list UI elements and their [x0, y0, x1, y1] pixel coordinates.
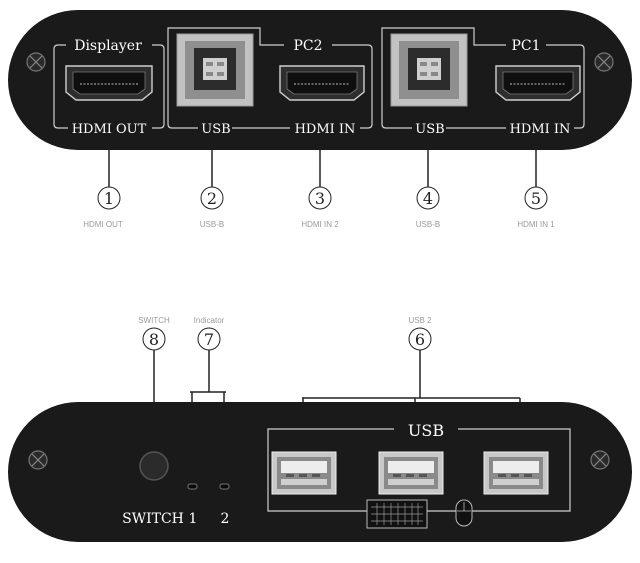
callout-2: 2 USB-B	[200, 150, 224, 229]
label-usb-b: USB	[415, 122, 444, 137]
bottom-panel: SWITCH 1 2 USB	[8, 402, 632, 542]
callouts-bottom: SWITCH 8 Indicator 7 USB 2 6	[138, 316, 521, 486]
callout-number: 7	[204, 330, 214, 349]
led-indicator-icon	[187, 483, 198, 490]
label-hdmi-in-pc2: HDMI IN	[295, 122, 356, 137]
hdmi-port-icon	[279, 65, 365, 101]
usb-a-port-icon[interactable]	[271, 451, 337, 495]
screw-icon	[26, 52, 46, 72]
callout-1: 1 HDMI OUT	[83, 150, 123, 229]
label-indicator-1: 1	[189, 511, 198, 527]
usb-a-port-icon[interactable]	[378, 451, 444, 495]
label-hdmi-out: HDMI OUT	[72, 122, 147, 137]
screw-icon	[28, 450, 48, 470]
callout-caption: SWITCH	[138, 316, 170, 325]
keyboard-icon	[366, 499, 428, 529]
callout-number: 4	[423, 189, 433, 208]
group-hdmi-out	[53, 44, 165, 129]
callout-7: Indicator 7	[190, 316, 226, 486]
hdmi-port-icon	[495, 65, 581, 101]
callout-3: 3 HDMI IN 2	[301, 150, 339, 229]
hdmi-port-icon	[65, 65, 153, 101]
label-hdmi-in-pc1: HDMI IN	[510, 122, 571, 137]
group-pc2	[167, 27, 373, 129]
label-switch: SWITCH	[122, 511, 184, 527]
callout-5: 5 HDMI IN 1	[517, 150, 555, 229]
label-pc1: PC1	[511, 38, 540, 54]
callout-caption: USB-B	[200, 220, 224, 229]
push-button-icon[interactable]	[139, 451, 169, 481]
callout-4: 4 USB-B	[416, 150, 440, 229]
callout-caption: HDMI OUT	[83, 220, 123, 229]
usb-a-port-icon[interactable]	[483, 451, 549, 495]
group-pc1	[381, 27, 585, 129]
usb-b-port-icon	[390, 33, 468, 107]
callout-caption: USB 2	[408, 316, 432, 325]
label-pc2: PC2	[293, 38, 322, 54]
label-usb-a: USB	[201, 122, 230, 137]
callout-caption: HDMI IN 2	[301, 220, 339, 229]
label-usb-hub: USB	[408, 421, 444, 440]
screw-icon	[590, 450, 610, 470]
callout-number: 2	[207, 189, 217, 208]
callout-number: 6	[415, 330, 425, 349]
callout-number: 8	[149, 330, 159, 349]
callout-caption: USB-B	[416, 220, 440, 229]
screw-icon	[594, 52, 614, 72]
label-indicator-2: 2	[221, 511, 230, 527]
led-indicator-icon	[219, 483, 230, 490]
label-displayer: Displayer	[74, 38, 142, 54]
mouse-icon	[455, 499, 473, 527]
callout-caption: HDMI IN 1	[517, 220, 555, 229]
callout-caption: Indicator	[194, 316, 225, 325]
callout-number: 1	[104, 189, 114, 208]
callout-6: USB 2 6	[302, 316, 521, 452]
usb-b-port-icon	[176, 33, 254, 107]
callout-number: 3	[315, 189, 325, 208]
top-panel: Displayer HDMI OUT USB PC2 HDMI IN	[8, 10, 632, 150]
callout-number: 5	[531, 189, 541, 208]
callouts-top: 1 HDMI OUT 2 USB-B 3 HDMI IN 2 4 USB-B 5…	[83, 150, 555, 229]
